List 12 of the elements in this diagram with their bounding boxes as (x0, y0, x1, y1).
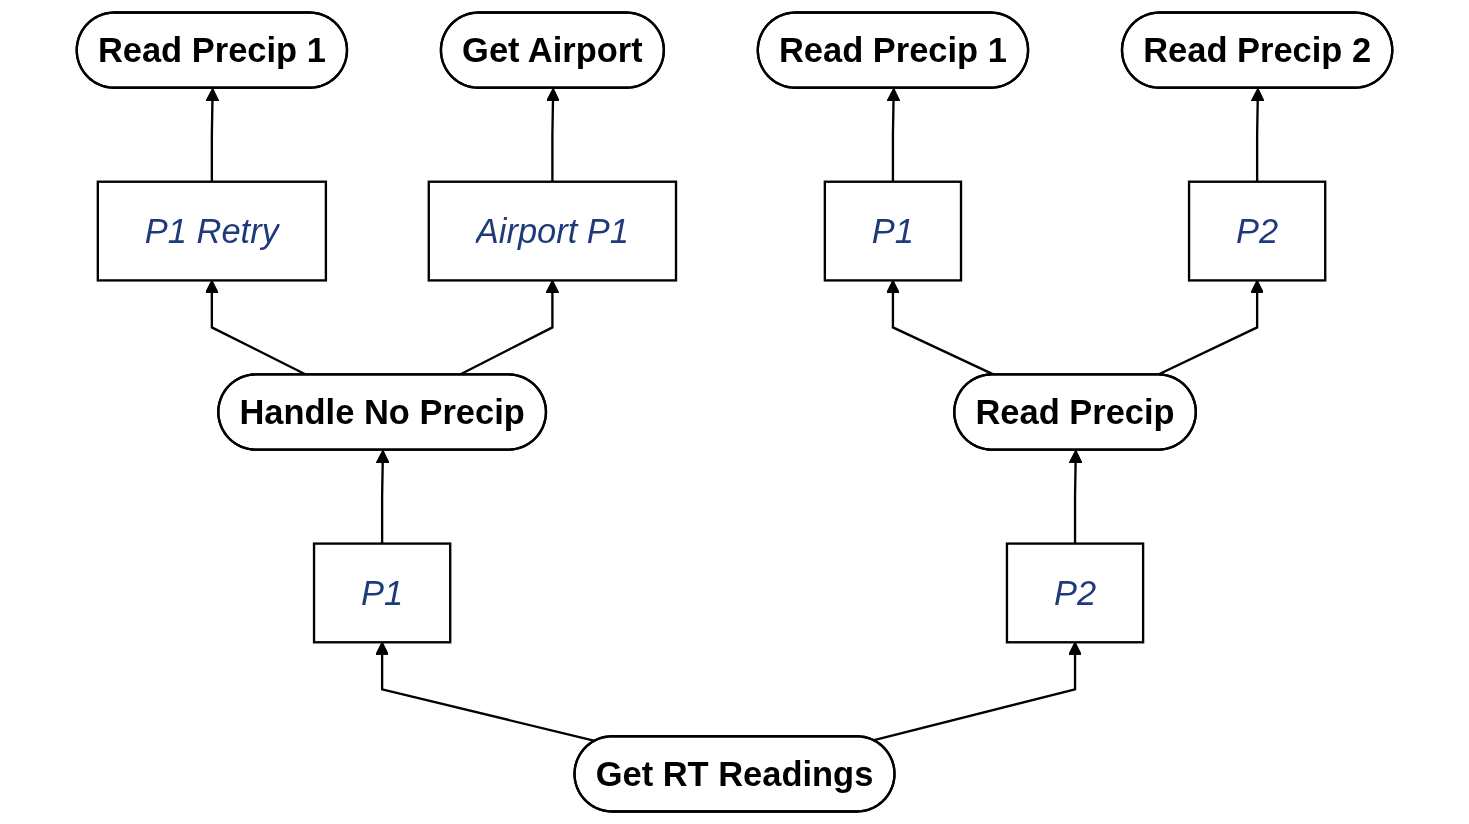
node-box: P1 (823, 180, 963, 282)
arrow (375, 449, 390, 544)
node-box: P1 Retry (96, 180, 328, 282)
arrow (1068, 449, 1083, 544)
arrow (1250, 87, 1265, 182)
arrow (886, 87, 901, 182)
node-box: P1 (312, 542, 452, 644)
node-box: P2 (1005, 542, 1145, 644)
arrow (546, 87, 560, 182)
arrow (205, 87, 220, 182)
node-box: P2 (1187, 180, 1327, 282)
node-box: Airport P1 (427, 180, 678, 282)
